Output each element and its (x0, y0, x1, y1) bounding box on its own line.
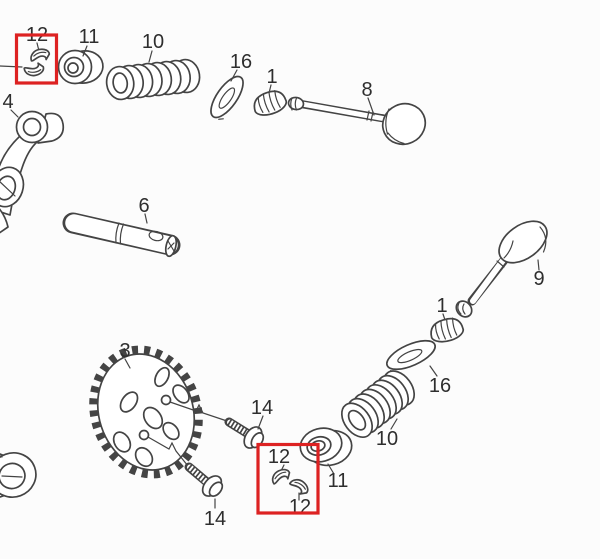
rocker-shaft-label: 6 (138, 195, 149, 217)
spring-retainer-top-label: 11 (79, 26, 100, 48)
valve-8-callout: 8 (361, 79, 375, 116)
valve-spring-top-label: 10 (142, 31, 164, 53)
stem-seal-top-label: 1 (266, 66, 277, 88)
spring-retainer-top-callout: 11 (79, 26, 100, 57)
cam-sprocket-drawing (89, 345, 203, 479)
spring-seat-top-drawing (210, 75, 244, 120)
rocker-arm-drawing (0, 110, 65, 234)
spring-seat-top-label: 16 (230, 51, 252, 73)
highlight-box-bottom (256, 442, 320, 515)
valve-9-drawing (455, 220, 548, 318)
valve-8-label: 8 (361, 79, 372, 101)
bolt-upper-drawing (224, 417, 265, 449)
valve-spring-bottom-callout: 10 (376, 418, 398, 450)
cam-sprocket-callout: 3 (119, 340, 131, 369)
spring-retainer-bottom-callout: 11 (327, 463, 349, 492)
rocker-arm-callout: 4 (2, 91, 19, 118)
stem-seal-right-drawing (430, 317, 465, 343)
valve-cotters-bottom-upper-label: 12 (268, 446, 290, 468)
bolt-lower-label: 14 (204, 508, 226, 530)
bolt-upper-callout: 14 (251, 397, 273, 430)
valve-spring-top-drawing (105, 58, 201, 101)
spring-retainer-bottom-label: 11 (328, 470, 349, 492)
valve-spring-top-callout: 10 (142, 31, 164, 63)
bolt-upper-label: 14 (251, 397, 273, 419)
spring-seat-right-label: 16 (429, 375, 451, 397)
spring-seat-right-callout: 16 (429, 365, 451, 397)
cam-sprocket-label: 3 (119, 340, 130, 362)
stem-seal-right-callout: 1 (436, 295, 448, 321)
highlight-box-top (14, 33, 59, 85)
bolt-upper-leader-line (169, 401, 228, 422)
bolt-lower-callout: 14 (204, 498, 226, 530)
stem-seal-right-label: 1 (436, 295, 447, 317)
spring-retainer-top-drawing (57, 49, 104, 85)
stem-seal-top-callout: 1 (266, 66, 278, 94)
valve-9-label: 9 (533, 268, 544, 290)
valve-spring-bottom-drawing (340, 370, 416, 438)
bolt-lower-leader-line (147, 436, 189, 467)
valve-spring-bottom-label: 10 (376, 428, 398, 450)
valve-cotters-top-drawing (0, 42, 52, 78)
rocker-shaft-callout: 6 (138, 195, 150, 224)
valve-9-callout: 9 (533, 259, 545, 290)
spring-seat-top-callout: 16 (230, 51, 252, 82)
valve-8-drawing (287, 96, 427, 146)
bolt-lower-drawing (184, 462, 224, 497)
partial-rocker-arm-drawing (0, 452, 37, 498)
valve-cotters-bottom-lower-label: 12 (289, 496, 311, 518)
valve-cotters-bottom-drawing (268, 464, 312, 501)
stem-seal-top-drawing (253, 90, 288, 116)
rocker-arm-label: 4 (2, 91, 13, 113)
rocker-shaft-drawing (62, 212, 181, 258)
